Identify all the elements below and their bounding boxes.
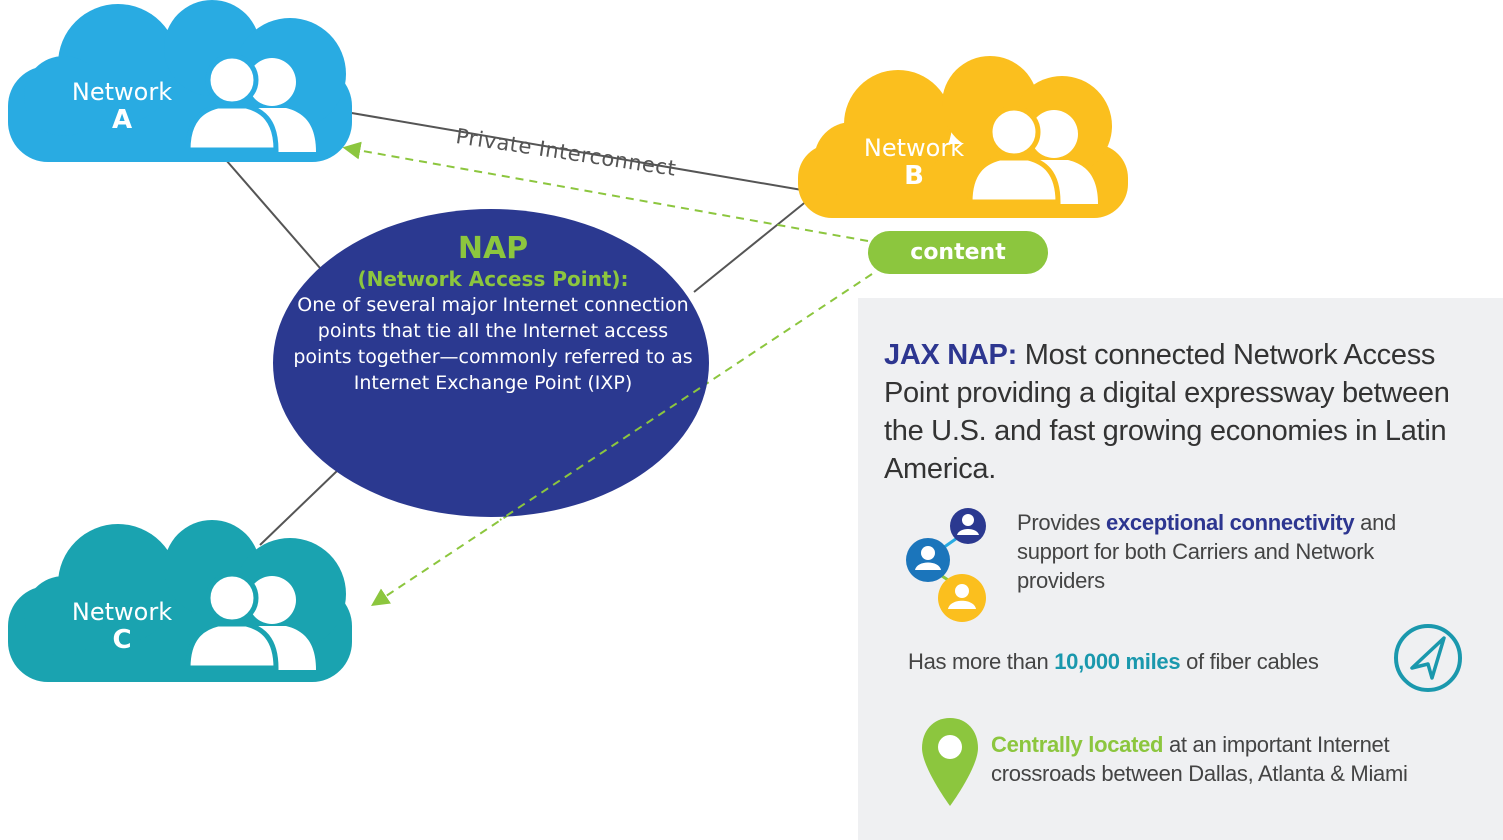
link-a-b [339, 110, 803, 191]
network-a-letter: A [111, 105, 133, 135]
network-c-letter: C [112, 625, 132, 655]
feature-location: Centrally located at an important Intern… [991, 730, 1491, 788]
content-pill: content [868, 231, 1048, 274]
feature-location-post: at an important Internet crossroads betw… [991, 732, 1408, 786]
jax-nap-label: JAX NAP: [884, 339, 1017, 371]
feature-location-highlight: Centrally located [991, 732, 1164, 757]
link-c-nap [259, 469, 339, 546]
content-arrow-to-a [342, 141, 869, 242]
jax-nap-info-panel: JAX NAP: Most connected Network Access P… [858, 298, 1503, 840]
connected-users-icon [906, 508, 986, 622]
network-b-word: Network [863, 134, 965, 162]
link-b-nap [693, 199, 809, 293]
feature-connectivity-post: and support for both Carriers and Networ… [1017, 510, 1396, 593]
network-b-letter: B [904, 161, 924, 191]
network-a-label: Network A [56, 78, 188, 134]
nap-text-block: NAP (Network Access Point): One of sever… [283, 232, 703, 396]
content-arrow-overlay [499, 387, 701, 521]
network-a-word: Network [71, 78, 173, 106]
network-c-label: Network C [56, 598, 188, 654]
nap-subtitle: (Network Access Point): [357, 267, 629, 291]
nap-description: One of several major Internet connection… [293, 294, 693, 394]
feature-fiber-pre: Has more than [908, 649, 1055, 674]
feature-connectivity-pre: Provides [1017, 510, 1107, 535]
feature-fiber: Has more than 10,000 miles of fiber cabl… [908, 647, 1378, 676]
feature-fiber-post: of fiber cables [1180, 649, 1319, 674]
location-pin-icon [922, 718, 978, 806]
network-c-word: Network [71, 598, 173, 626]
nap-ellipse [273, 209, 709, 517]
jax-nap-summary: JAX NAP: Most connected Network Access P… [884, 336, 1494, 488]
feature-connectivity: Provides exceptional connectivity and su… [1017, 508, 1437, 595]
feature-fiber-highlight: 10,000 miles [1054, 649, 1181, 674]
compass-icon [1394, 624, 1462, 692]
link-a-nap [225, 159, 321, 269]
feature-connectivity-highlight: exceptional connectivity [1106, 510, 1355, 535]
nap-title: NAP [457, 231, 529, 266]
jax-nap-text: Most connected Network Access Point prov… [884, 339, 1450, 485]
network-b-label: Network B [848, 134, 980, 190]
